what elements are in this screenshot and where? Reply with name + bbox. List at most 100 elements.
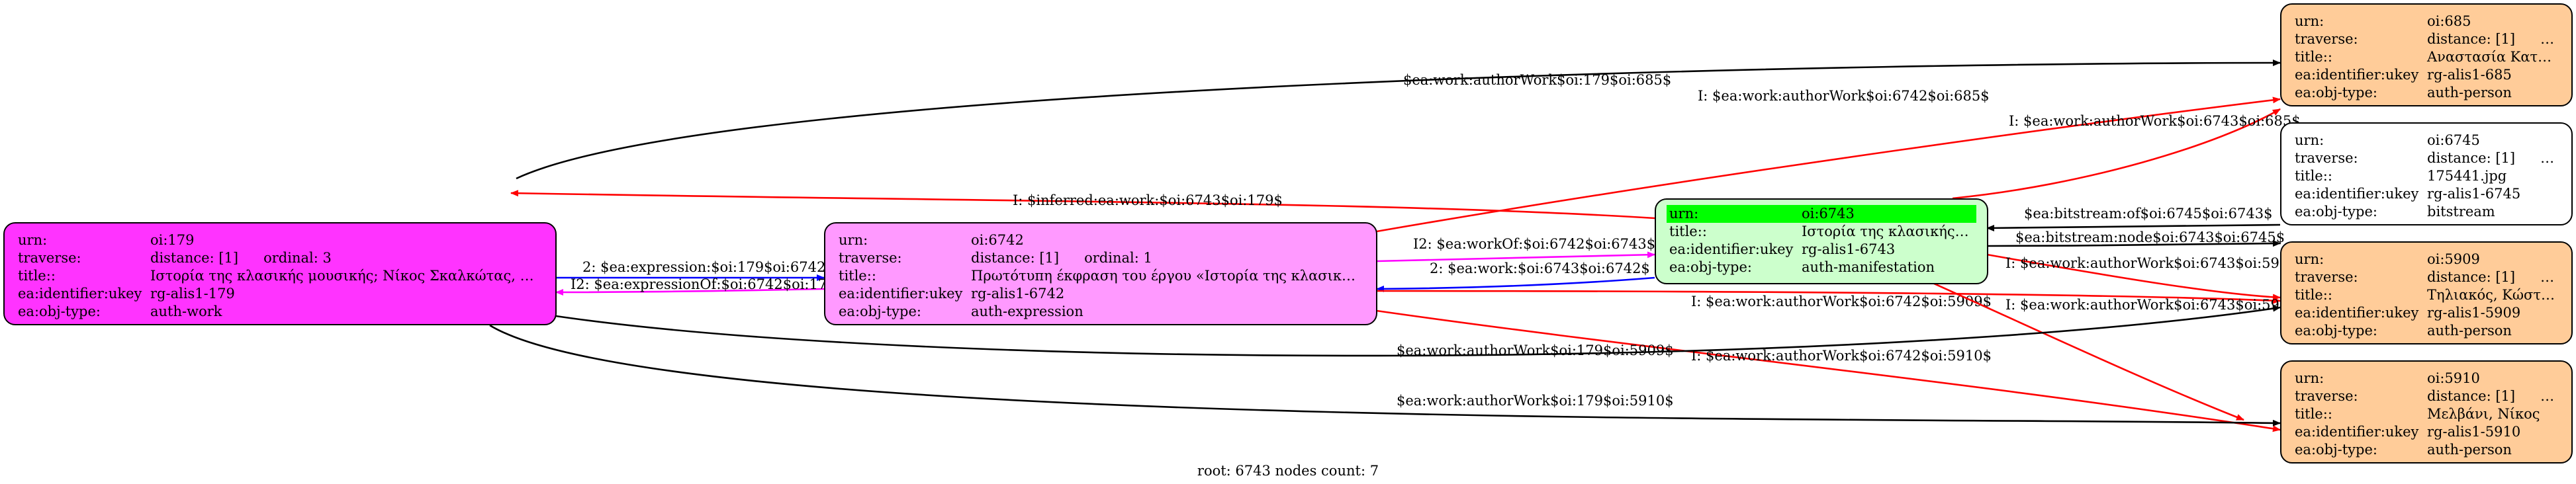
edge-path	[1986, 240, 2281, 247]
edge-label: $ea:work:authorWork$oi:179$oi:5910$	[1397, 393, 1674, 409]
obj-type-key: ea:obj-type:	[839, 303, 921, 319]
node-oi-5910[interactable]: urn:oi:5910 traverse:distance: [1]ordina…	[2280, 360, 2573, 464]
title-value: Τηλιακός, Κώστας	[2427, 287, 2558, 303]
edge-label: I: $inferred:ea:work:$oi:6743$oi:179$	[1013, 192, 1283, 208]
title-value: Αναστασία Κατσιανού	[2427, 49, 2561, 65]
urn-value: oi:6743	[1799, 205, 1976, 223]
urn-value: oi:5910	[2427, 370, 2480, 386]
title-value: Μελβάνι, Νίκος	[2427, 406, 2540, 422]
edge-path	[1376, 251, 1655, 262]
urn-value: oi:6742	[971, 232, 1024, 248]
traverse-key: traverse:	[2295, 269, 2358, 285]
obj-type-value: bitstream	[2427, 204, 2495, 220]
edge-path	[510, 190, 1655, 220]
obj-type-key: ea:obj-type:	[18, 303, 101, 319]
edge-label: I: $ea:work:authorWork$oi:6742$oi:5909$	[1691, 294, 1992, 309]
ukey-key: ea:identifier:ukey	[2295, 67, 2419, 83]
ukey-key: ea:identifier:ukey	[18, 286, 142, 302]
edge-path	[1952, 108, 2281, 200]
traverse-key: traverse:	[2295, 150, 2358, 166]
distance-value: distance: [1]	[150, 250, 239, 266]
title-key: title::	[2295, 49, 2332, 65]
edge-path	[489, 324, 2281, 426]
ukey-key: ea:identifier:ukey	[839, 286, 963, 302]
obj-type-value: auth-work	[150, 303, 222, 319]
obj-type-value: auth-person	[2427, 85, 2512, 101]
edge-label: 2: $ea:work:$oi:6743$oi:6742$	[1430, 261, 1650, 276]
edge-path	[1376, 309, 2281, 432]
distance-value: distance: [1]	[971, 250, 1060, 266]
obj-type-value: auth-manifestation	[1802, 259, 1935, 275]
node-oi-685[interactable]: urn:oi:685 traverse:distance: [1]ordinal…	[2280, 3, 2573, 106]
ukey-value: rg-alis1-6742	[971, 286, 1065, 302]
ukey-value: rg-alis1-6745	[2427, 186, 2521, 202]
urn-value: oi:6745	[2427, 132, 2480, 148]
title-value: Πρωτότυπη έκφραση του έργου «Ιστορία της…	[971, 268, 1365, 284]
title-key: title::	[1669, 223, 1707, 239]
edge-label: I2: $ea:workOf:$oi:6742$oi:6743$	[1413, 236, 1655, 252]
distance-value: distance: [1]	[2427, 150, 2516, 166]
ordinal-value: ordinal: 1	[1084, 250, 1152, 266]
edge-path	[516, 60, 2281, 180]
title-key: title::	[18, 268, 56, 284]
urn-key: urn:	[2295, 132, 2324, 148]
ukey-value: rg-alis1-5910	[2427, 424, 2521, 440]
edge-path	[1376, 97, 2281, 233]
distance-value: distance: [1]	[2427, 269, 2516, 285]
distance-value: distance: [1]	[2427, 388, 2516, 404]
urn-key: urn:	[839, 232, 868, 248]
graph-caption: root: 6743 nodes count: 7	[1197, 463, 1379, 479]
urn-value: oi:5909	[2427, 251, 2480, 267]
ukey-key: ea:identifier:ukey	[2295, 424, 2419, 440]
edge-path	[555, 288, 825, 296]
urn-key: urn:	[2295, 13, 2324, 29]
edge-label: I: $ea:work:authorWork$oi:6743$oi:685$	[2009, 113, 2301, 129]
node-oi-6743[interactable]: urn:oi:6743 title::Ιστορία της κλασικής …	[1655, 198, 1988, 284]
obj-type-key: ea:obj-type:	[2295, 323, 2377, 339]
edge-label: $ea:work:authorWork$oi:179$oi:5909$	[1397, 343, 1674, 358]
traverse-key: traverse:	[2295, 31, 2358, 47]
ukey-key: ea:identifier:ukey	[2295, 305, 2419, 321]
ukey-key: ea:identifier:ukey	[2295, 186, 2419, 202]
ordinal-value: ordinal: 3	[263, 250, 332, 266]
obj-type-value: auth-person	[2427, 323, 2512, 339]
edge-label: 2: $ea:expression:$oi:179$oi:6742$	[582, 259, 835, 275]
ukey-key: ea:identifier:ukey	[1669, 241, 1794, 257]
obj-type-value: auth-expression	[971, 303, 1083, 319]
traverse-key: traverse:	[839, 250, 902, 266]
obj-type-value: auth-person	[2427, 442, 2512, 458]
edge-label: I2: $ea:expressionOf:$oi:6742$oi:179$	[571, 276, 845, 292]
obj-type-key: ea:obj-type:	[1669, 259, 1752, 275]
edge-label: I: $ea:work:authorWork$oi:6742$oi:685$	[1698, 88, 1990, 104]
urn-key: urn:	[18, 232, 48, 248]
node-oi-6745[interactable]: urn:oi:6745 traverse:distance: [1]ordina…	[2280, 122, 2573, 225]
traverse-key: traverse:	[18, 250, 81, 266]
edge-path	[1932, 282, 2244, 421]
edge-label: $ea:work:authorWork$oi:179$oi:685$	[1403, 72, 1671, 88]
edge-label: $ea:bitstream:node$oi:6743$oi:6745$	[2015, 229, 2285, 245]
ukey-value: rg-alis1-685	[2427, 67, 2512, 83]
title-value: 175441.jpg	[2427, 168, 2507, 184]
traverse-key: traverse:	[2295, 388, 2358, 404]
urn-key: urn:	[2295, 251, 2324, 267]
ukey-value: rg-alis1-179	[150, 286, 235, 302]
edge-path	[1376, 276, 1655, 292]
node-oi-179[interactable]: urn: oi:179 traverse: distance: [1] ordinal…	[3, 222, 557, 325]
obj-type-key: ea:obj-type:	[2295, 442, 2377, 458]
edge-label: $ea:bitstream:of$oi:6745$oi:6743$	[2024, 206, 2272, 222]
node-oi-5909[interactable]: urn:oi:5909 traverse:distance: [1]ordina…	[2280, 241, 2573, 344]
ukey-value: rg-alis1-6743	[1802, 241, 1896, 257]
edge-path	[1986, 223, 2281, 231]
urn-key: urn:	[1667, 205, 1799, 223]
node-oi-6742[interactable]: urn: oi:6742 traverse: distance: [1] ordina…	[824, 222, 1377, 325]
urn-value: oi:685	[2427, 13, 2471, 29]
title-key: title::	[839, 268, 876, 284]
edge-label: I: $ea:work:authorWork$oi:6743$oi:5909$	[2005, 255, 2306, 271]
urn-value: oi:179	[150, 232, 195, 248]
obj-type-key: ea:obj-type:	[2295, 85, 2377, 101]
edge-path	[555, 305, 2281, 357]
ukey-value: rg-alis1-5909	[2427, 305, 2521, 321]
obj-type-key: ea:obj-type:	[2295, 204, 2377, 220]
edge-path	[1986, 253, 2281, 301]
